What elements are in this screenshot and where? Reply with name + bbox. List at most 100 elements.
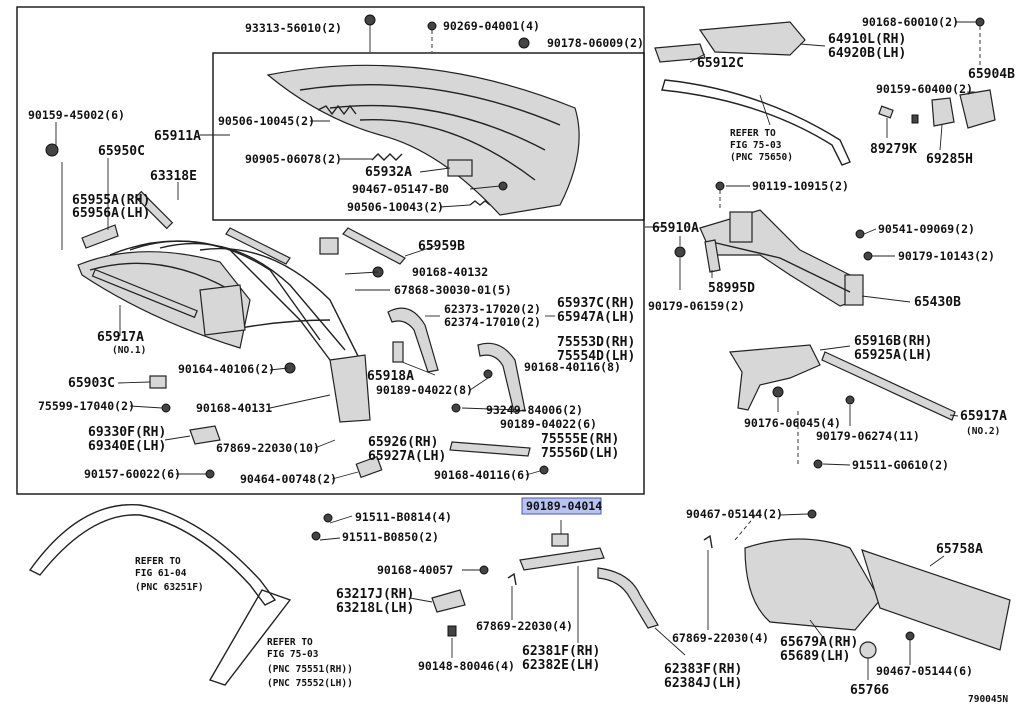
label-90159b[interactable]: 90159-60400(2) (876, 82, 973, 96)
label-90168b[interactable]: 90168-40116(8) (524, 360, 621, 374)
pad-65912c[interactable] (654, 43, 706, 63)
nut-90179b[interactable] (674, 246, 686, 258)
label-65959b[interactable]: 65959B (418, 239, 465, 254)
label-90541[interactable]: 90541-09069(2) (878, 222, 975, 236)
label-69285h[interactable]: 69285H (926, 152, 973, 167)
label-65766[interactable]: 65766 (850, 683, 889, 698)
label-65918a[interactable]: 65918A (367, 369, 414, 384)
part-89279k[interactable] (878, 105, 894, 119)
label-91511b[interactable]: 91511-B0814(4) (355, 510, 452, 524)
cap-65903c[interactable] (149, 375, 167, 389)
bracket-58995d[interactable] (704, 239, 721, 273)
trim-62383f[interactable] (597, 567, 659, 629)
bolt-91511c[interactable] (311, 531, 321, 541)
bracket-65918a[interactable] (392, 341, 404, 363)
bolt-90168e[interactable] (975, 17, 985, 27)
label-75555e[interactable]: 75555E(RH) (541, 432, 619, 447)
bracket-65904b[interactable] (959, 89, 996, 129)
clip-90159b[interactable] (911, 114, 919, 124)
label-65430b[interactable]: 65430B (914, 295, 961, 310)
weatherstrip-63318e[interactable] (134, 190, 174, 230)
bolt-90467c[interactable] (905, 631, 915, 641)
label-65916b[interactable]: 65916B(RH) (854, 334, 932, 349)
label-90189a[interactable]: 90189-04022(8) (376, 383, 473, 397)
label-62373[interactable]: 62373-17020(2) (444, 302, 541, 316)
bolt-91511a[interactable] (813, 459, 823, 469)
label-90179c[interactable]: 90179-06274(11) (816, 429, 920, 443)
nut-90179a[interactable] (863, 251, 873, 261)
label-90168e[interactable]: 90168-60010(2) (862, 15, 959, 29)
strip-aux[interactable] (225, 227, 291, 265)
top-cover-panel[interactable] (266, 64, 580, 216)
label-62381f[interactable]: 62381F(RH) (522, 644, 600, 659)
nut-90176[interactable] (772, 386, 784, 398)
plug-65766[interactable] (859, 641, 877, 659)
label-65679a[interactable]: 65679A(RH) (780, 635, 858, 650)
label-67868[interactable]: 67868-30030-01(5) (394, 283, 512, 297)
label-67869c[interactable]: 67869-22030(4) (672, 631, 769, 645)
label-90189b[interactable]: 90189-04022(6) (500, 417, 597, 431)
label-65956a[interactable]: 65956A(LH) (72, 206, 150, 221)
bolt-90159a[interactable] (45, 143, 59, 157)
label-69330f[interactable]: 69330F(RH) (88, 425, 166, 440)
label-65904b[interactable]: 65904B (968, 67, 1015, 82)
lock-69330f[interactable] (189, 425, 221, 445)
label-62374[interactable]: 62374-17010(2) (444, 315, 541, 329)
label-90269[interactable]: 90269-04001(4) (443, 19, 540, 33)
label-90168d[interactable]: 90168-40116(6) (434, 468, 531, 482)
rear-bow-65910a[interactable] (699, 209, 864, 307)
label-75556d[interactable]: 75556D(LH) (541, 446, 619, 461)
label-90467c[interactable]: 90467-05144(6) (876, 664, 973, 678)
nut-90168f[interactable] (479, 565, 489, 575)
label-90168f[interactable]: 90168-40057 (377, 563, 453, 577)
label-89279k[interactable]: 89279K (870, 142, 917, 157)
cover-bracket-65932a[interactable] (447, 159, 473, 177)
label-65947a[interactable]: 65947A(LH) (557, 310, 635, 325)
label-90179b[interactable]: 90179-06159(2) (648, 299, 745, 313)
strip-65959b[interactable] (342, 227, 406, 265)
label-90179a[interactable]: 90179-10143(2) (898, 249, 995, 263)
weatherstrip-63251f[interactable] (28, 503, 277, 606)
pad-65955a[interactable] (81, 224, 119, 249)
label-62382e[interactable]: 62382E(LH) (522, 658, 600, 673)
label-90176[interactable]: 90176-06045(4) (744, 416, 841, 430)
weatherstrip-65917a2[interactable] (821, 351, 956, 421)
nut-90179c[interactable] (845, 395, 855, 405)
label-63318e[interactable]: 63318E (150, 169, 197, 184)
clip-67869c[interactable] (703, 534, 713, 549)
spring-90506a[interactable] (317, 104, 357, 116)
weatherstrip-75551[interactable] (208, 589, 292, 686)
label-65955a[interactable]: 65955A(RH) (72, 193, 150, 208)
cover-64910l[interactable] (698, 21, 806, 56)
strip-65758a[interactable] (861, 549, 1011, 651)
cover-65926[interactable] (355, 455, 383, 479)
label-90168c[interactable]: 90168-40131 (196, 401, 272, 415)
bolt-90119[interactable] (715, 181, 725, 191)
label-63217j[interactable]: 63217J(RH) (336, 587, 414, 602)
label-90189-04014-highlighted[interactable]: 90189-04014 (526, 499, 602, 513)
label-62384j[interactable]: 62384J(LH) (664, 676, 742, 691)
label-90467b[interactable]: 90467-05144(2) (686, 507, 783, 521)
bolt-93313[interactable] (364, 14, 376, 26)
bracket-63217j[interactable] (431, 589, 466, 613)
label-90119[interactable]: 90119-10915(2) (752, 179, 849, 193)
plate-small[interactable] (319, 237, 339, 255)
bracket-65916b[interactable] (728, 344, 821, 411)
label-75553d[interactable]: 75553D(RH) (557, 335, 635, 350)
label-65917a2[interactable]: 65917A (960, 409, 1007, 424)
label-93249[interactable]: 93249-84006(2) (486, 403, 583, 417)
label-65689[interactable]: 65689(LH) (780, 649, 850, 664)
bolt-90148[interactable] (447, 625, 457, 637)
label-93313[interactable]: 93313-56010(2) (245, 21, 342, 35)
label-69340e[interactable]: 69340E(LH) (88, 439, 166, 454)
label-90178[interactable]: 90178-06009(2) (547, 36, 644, 50)
label-90157[interactable]: 90157-60022(6) (84, 467, 181, 481)
label-90464[interactable]: 90464-00748(2) (240, 472, 337, 486)
label-65932a[interactable]: 65932A (365, 165, 412, 180)
bolt-75599[interactable] (161, 403, 171, 413)
bolt-90269[interactable] (427, 21, 437, 31)
label-65917a1[interactable]: 65917A (97, 330, 144, 345)
label-65758a[interactable]: 65758A (936, 542, 983, 557)
label-58995d[interactable]: 58995D (708, 281, 755, 296)
label-64910l[interactable]: 64910L(RH) (828, 32, 906, 47)
